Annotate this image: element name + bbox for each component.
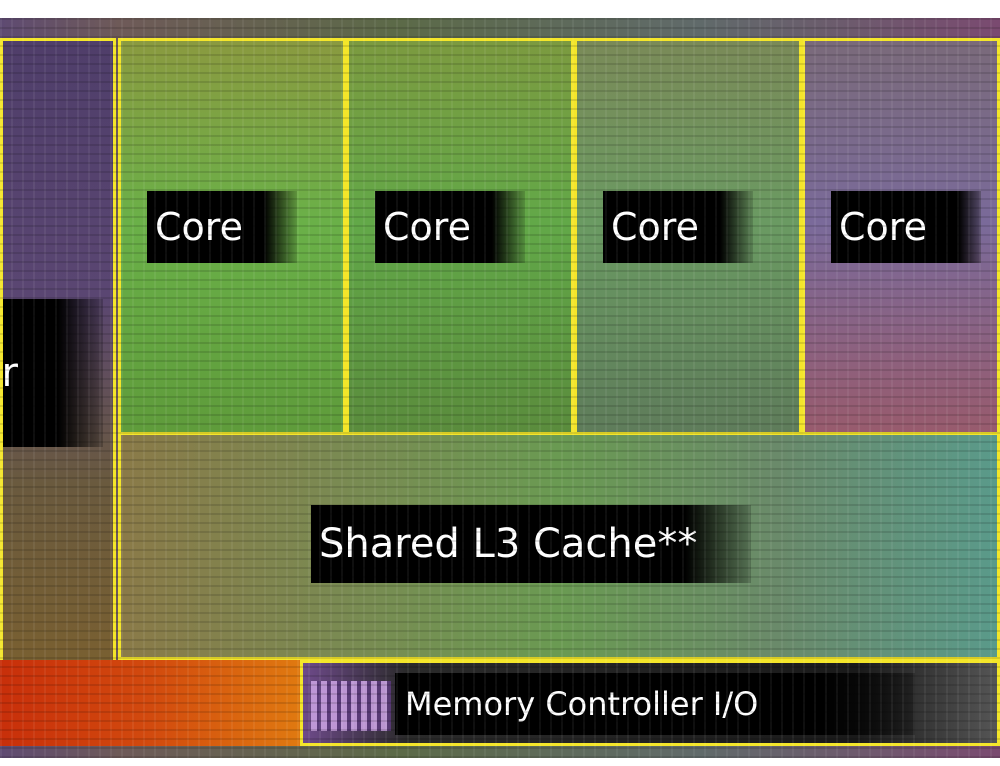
core-label-3: Core (603, 191, 753, 263)
memory-controller-label: Memory Controller I/O (395, 673, 915, 735)
io-pads-graphic (311, 681, 391, 731)
core-block-1: Core (118, 38, 346, 450)
core-block-2: Core (346, 38, 574, 450)
left-region-label: or (3, 299, 103, 447)
memory-controller-block: Memory Controller I/O (300, 660, 1000, 746)
shared-l3-cache-block: Shared L3 Cache** (118, 432, 1000, 660)
core-label-1: Core (147, 191, 297, 263)
left-die-region: or (0, 38, 116, 678)
bottom-left-region (0, 660, 302, 746)
core-label-2: Core (375, 191, 525, 263)
processor-die: or Core Core Core Core Shared L3 Cache**… (0, 18, 1000, 758)
core-block-3: Core (574, 38, 802, 450)
l3-cache-label: Shared L3 Cache** (311, 505, 751, 583)
core-label-4: Core (831, 191, 981, 263)
core-block-4: Core (802, 38, 1000, 450)
